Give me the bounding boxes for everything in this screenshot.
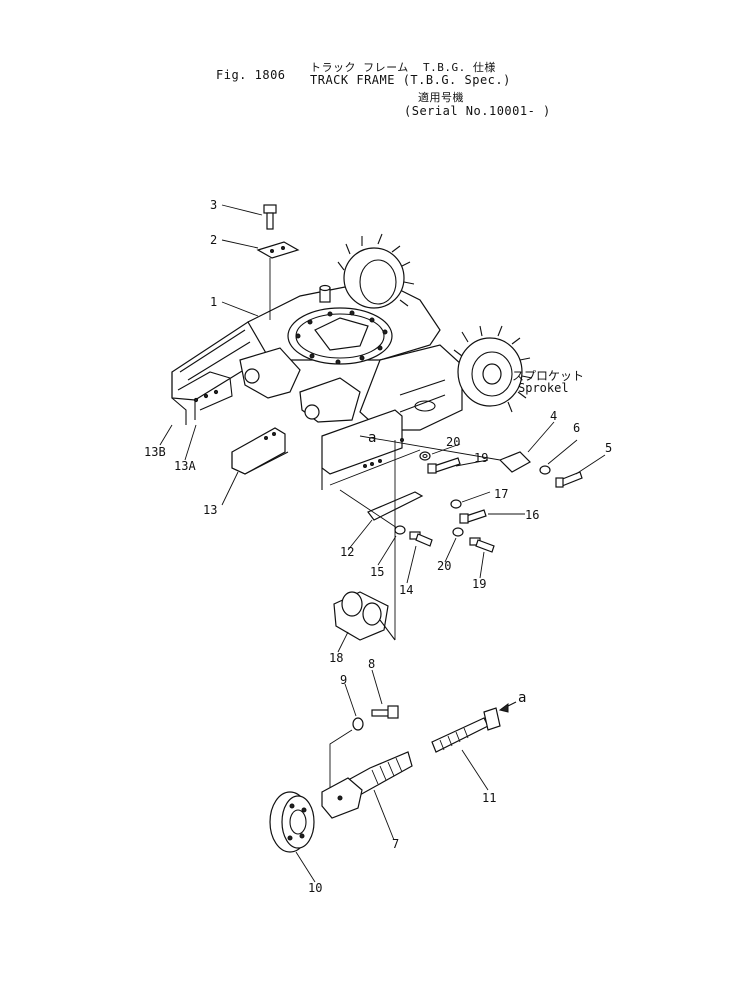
bolt-part-3 [263,204,277,230]
callout-2: 2 [210,233,217,247]
washer-part-20-lower [452,527,464,537]
bolt-part-16 [459,509,487,524]
guard-leader-lines [329,449,421,531]
serial-english: (Serial No.10001- ) [404,104,551,118]
rear-sprocket [337,233,415,309]
callout-12: 12 [340,545,354,559]
callout-3: 3 [210,198,217,212]
guard-plate-part-12 [321,409,424,521]
adjuster-bolt-part-11 [431,707,501,753]
title-english: TRACK FRAME (T.B.G. Spec.) [310,73,511,87]
arrow-a-head [498,703,509,713]
callout-10: 10 [308,881,322,895]
bolt-part-5 [555,471,583,488]
callout-16: 16 [525,508,539,522]
figure-number: Fig. 1806 [216,68,286,82]
callout-4: 4 [550,409,557,423]
callout-15: 15 [370,565,384,579]
washer-leader [329,729,353,790]
front-sprocket [453,325,533,413]
callout-6: 6 [573,421,580,435]
bracket-part-13 [231,427,289,475]
washer-part-15 [394,525,406,535]
callout-20-upper: 20 [446,435,460,449]
sprocket-label-english: Sprokel [518,381,569,395]
callout-1: 1 [210,295,217,309]
serial-japanese: 適用号機 [418,91,464,104]
bolt-part-19-lower [469,537,495,553]
bolt-part-19-upper [427,457,461,474]
washer-part-20-upper [419,451,431,461]
bolt-part-8 [371,705,399,719]
callout-18: 18 [329,651,343,665]
washer-part-9 [352,717,364,731]
callout-13b: 13B [144,445,166,459]
washer-part-17 [450,499,462,509]
callout-8: 8 [368,657,375,671]
carrier-roller-part-18 [333,591,396,641]
callout-20-lower: 20 [437,559,451,573]
reference-mark-a-bottom: a [518,690,526,706]
callout-13a: 13A [174,459,196,473]
callout-19-upper: 19 [474,451,488,465]
title-japanese: トラック フレーム T.B.G. 仕様 [310,61,496,74]
bolt-part-14 [409,531,433,547]
plate-part-2 [256,241,300,259]
callout-17: 17 [494,487,508,501]
callout-19-lower: 19 [472,577,486,591]
idler-wheel-part-10 [269,791,315,853]
callout-13: 13 [203,503,217,517]
recoil-spring-part-7 [321,751,413,819]
sprocket-label-japanese: スプロケット [512,369,584,383]
callout-11: 11 [482,791,496,805]
washer-part-6 [539,465,551,475]
callout-14: 14 [399,583,413,597]
callout-leaders [159,204,606,883]
track-frame-part [171,279,463,431]
callout-7: 7 [392,837,399,851]
reference-mark-a-top: a [368,430,376,446]
callout-9: 9 [340,673,347,687]
cover-leader [359,435,501,461]
callout-5: 5 [605,441,612,455]
cover-plate-part-4 [498,451,531,473]
